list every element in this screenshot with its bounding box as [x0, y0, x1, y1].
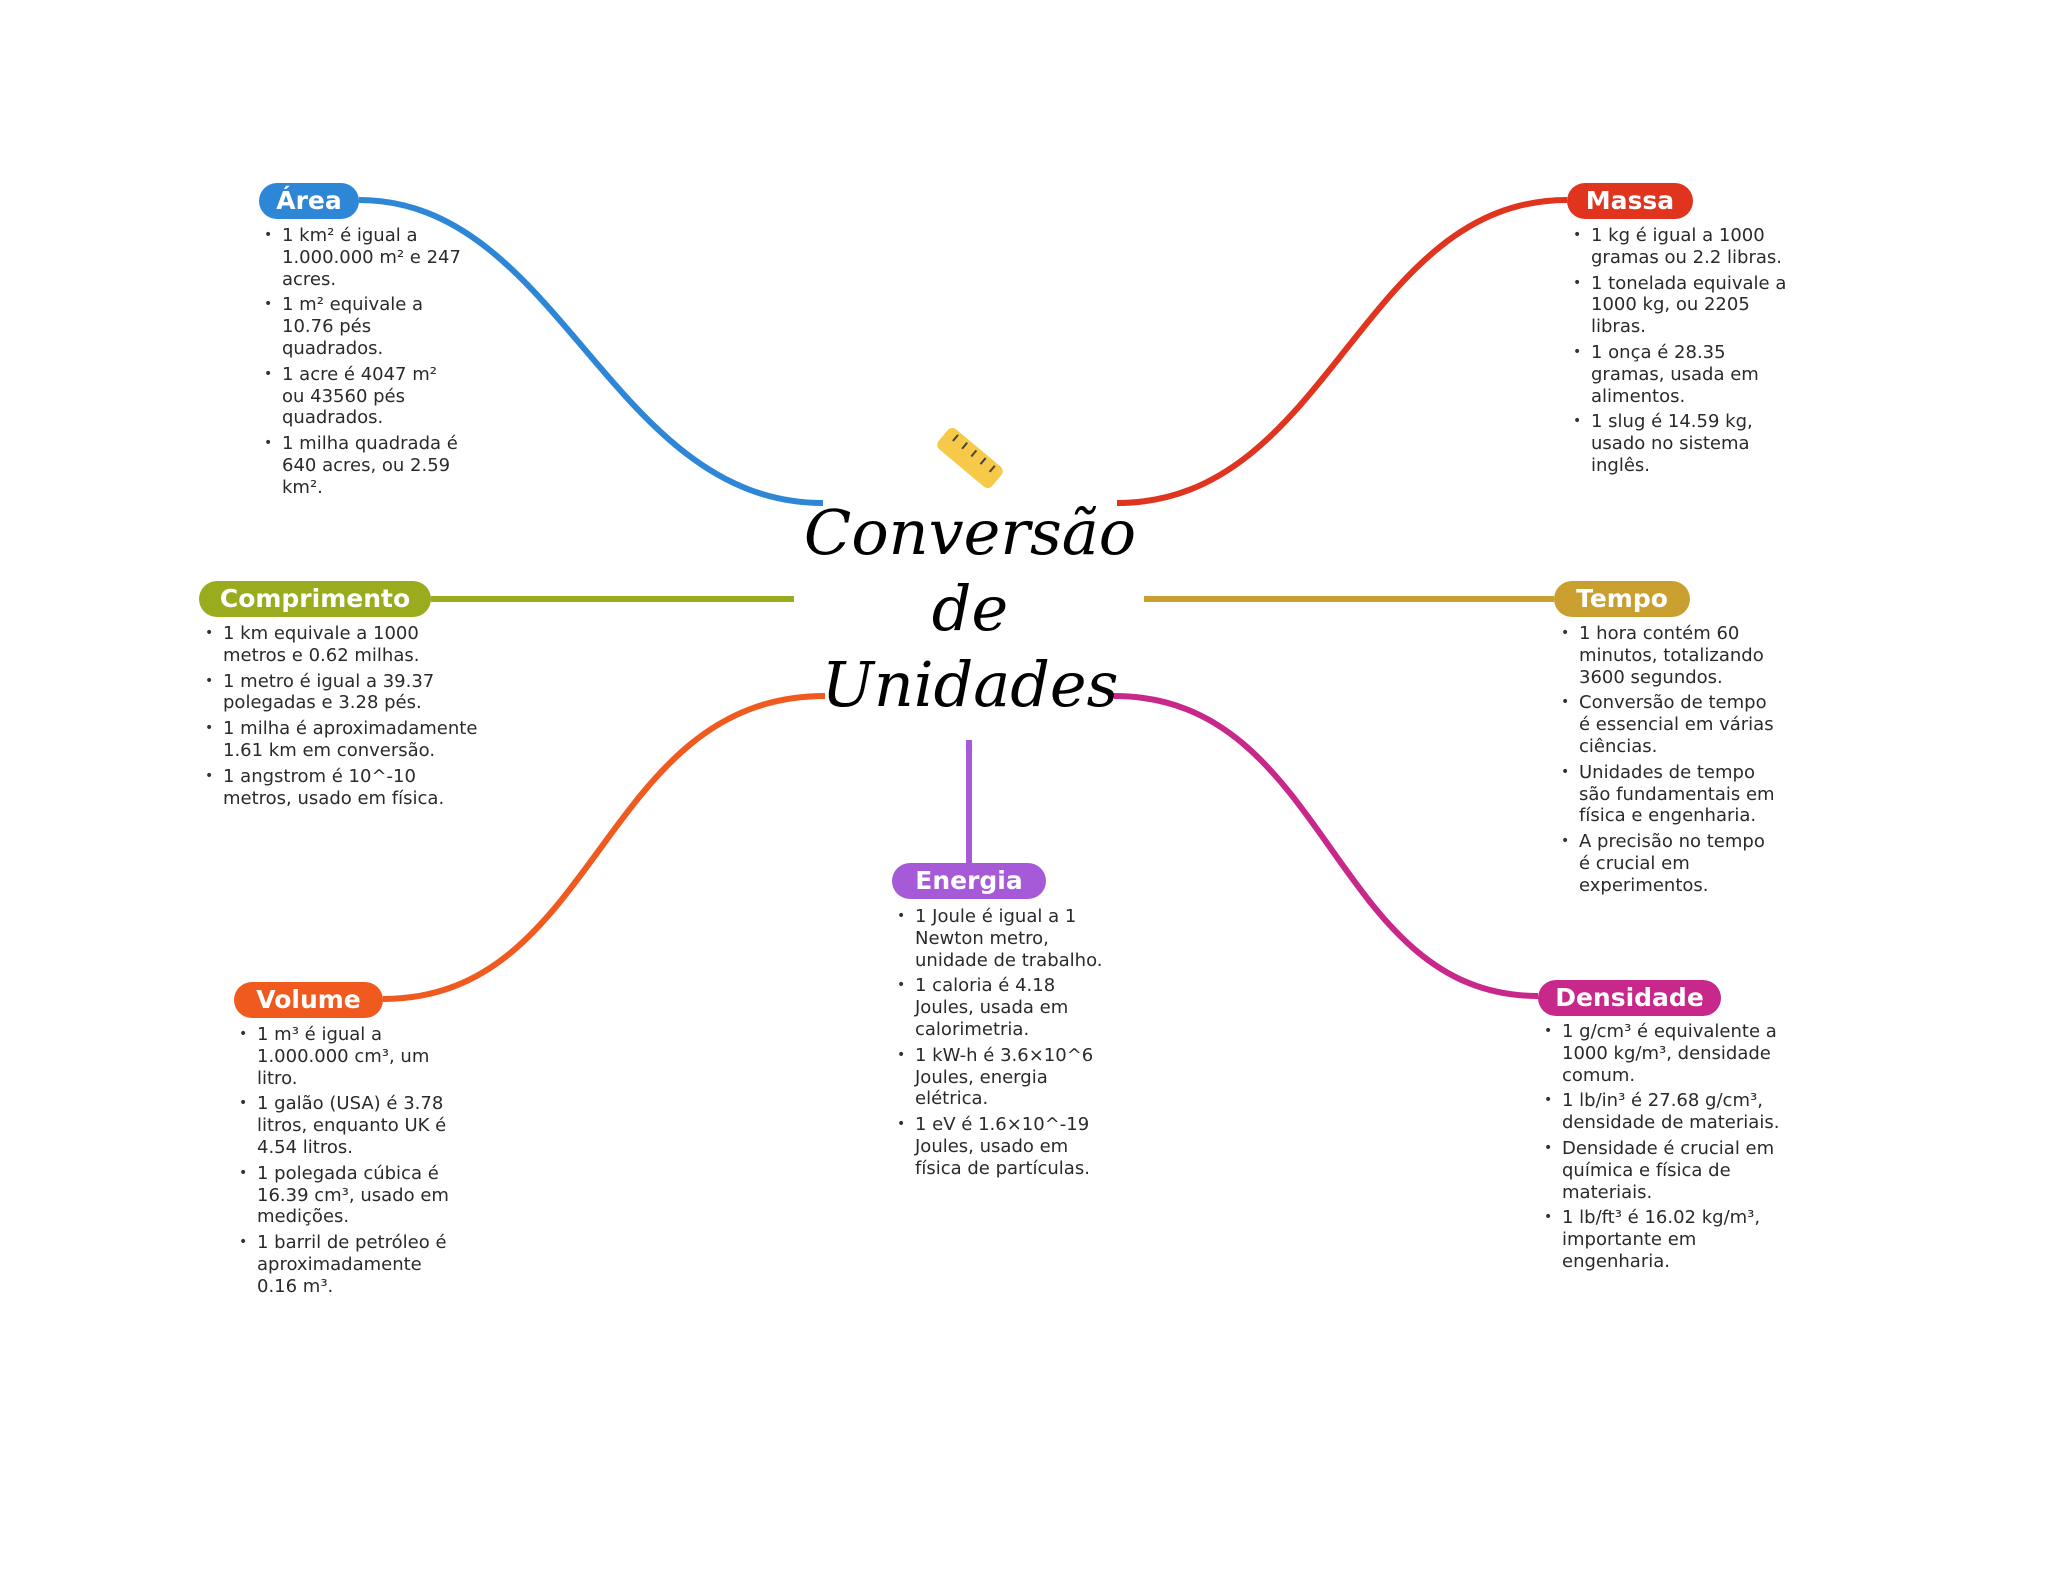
note-item[interactable]: 1 m² equivale a 10.76 pés quadrados. — [264, 294, 464, 359]
note-item[interactable]: 1 lb/ft³ é 16.02 kg/m³, importante em en… — [1544, 1207, 1790, 1272]
note-item[interactable]: 1 polegada cúbica é 16.39 cm³, usado em … — [239, 1163, 457, 1228]
connector-area — [358, 197, 824, 506]
notes-volume: 1 m³ é igual a 1.000.000 cm³, um litro.1… — [239, 1024, 457, 1302]
topic-densidade[interactable]: Densidade — [1538, 980, 1721, 1016]
note-item[interactable]: 1 caloria é 4.18 Joules, usada em calori… — [897, 975, 1103, 1040]
note-item[interactable]: 1 m³ é igual a 1.000.000 cm³, um litro. — [239, 1024, 457, 1089]
note-item[interactable]: 1 barril de petróleo é aproximadamente 0… — [239, 1232, 457, 1297]
notes-densidade: 1 g/cm³ é equivalente a 1000 kg/m³, dens… — [1544, 1021, 1790, 1277]
topic-energia[interactable]: Energia — [892, 863, 1046, 899]
note-item[interactable]: 1 km² é igual a 1.000.000 m² e 247 acres… — [264, 225, 464, 290]
note-item[interactable]: 1 hora contém 60 minutos, totalizando 36… — [1561, 623, 1781, 688]
note-item[interactable]: 1 slug é 14.59 kg, usado no sistema ingl… — [1573, 411, 1787, 476]
note-item[interactable]: Conversão de tempo é essencial em várias… — [1561, 692, 1781, 757]
note-item[interactable]: 1 g/cm³ é equivalente a 1000 kg/m³, dens… — [1544, 1021, 1790, 1086]
topic-massa[interactable]: Massa — [1567, 183, 1693, 219]
topic-volume[interactable]: Volume — [234, 982, 383, 1018]
note-item[interactable]: 1 metro é igual a 39.37 polegadas e 3.28… — [205, 671, 487, 715]
notes-massa: 1 kg é igual a 1000 gramas ou 2.2 libras… — [1573, 225, 1787, 481]
notes-tempo: 1 hora contém 60 minutos, totalizando 36… — [1561, 623, 1781, 901]
note-item[interactable]: A precisão no tempo é crucial em experim… — [1561, 831, 1781, 896]
note-item[interactable]: 1 milha quadrada é 640 acres, ou 2.59 km… — [264, 433, 464, 498]
note-item[interactable]: 1 milha é aproximadamente 1.61 km em con… — [205, 718, 487, 762]
note-item[interactable]: 1 tonelada equivale a 1000 kg, ou 2205 l… — [1573, 273, 1787, 338]
topic-area[interactable]: Área — [259, 183, 359, 219]
note-item[interactable]: 1 kW-h é 3.6×10^6 Joules, energia elétri… — [897, 1045, 1103, 1110]
notes-comprimento: 1 km equivale a 1000 metros e 0.62 milha… — [205, 623, 487, 813]
note-item[interactable]: 1 angstrom é 10^-10 metros, usado em fís… — [205, 766, 487, 810]
note-item[interactable]: 1 acre é 4047 m² ou 43560 pés quadrados. — [264, 364, 464, 429]
note-item[interactable]: 1 km equivale a 1000 metros e 0.62 milha… — [205, 623, 487, 667]
notes-energia: 1 Joule é igual a 1 Newton metro, unidad… — [897, 906, 1103, 1184]
note-item[interactable]: 1 eV é 1.6×10^-19 Joules, usado em físic… — [897, 1114, 1103, 1179]
note-item[interactable]: Densidade é crucial em química e física … — [1544, 1138, 1790, 1203]
note-item[interactable]: 1 onça é 28.35 gramas, usada em alimento… — [1573, 342, 1787, 407]
connector-massa — [1116, 197, 1568, 506]
title-line-2: de — [931, 572, 1009, 645]
title-line-1: Conversão — [803, 496, 1137, 569]
note-item[interactable]: 1 lb/in³ é 27.68 g/cm³, densidade de mat… — [1544, 1090, 1790, 1134]
note-item[interactable]: Unidades de tempo são fundamentais em fí… — [1561, 762, 1781, 827]
topic-comprimento[interactable]: Comprimento — [199, 581, 431, 617]
title-line-3: Unidades — [821, 648, 1119, 721]
note-item[interactable]: 1 Joule é igual a 1 Newton metro, unidad… — [897, 906, 1103, 971]
topic-tempo[interactable]: Tempo — [1554, 581, 1690, 617]
notes-area: 1 km² é igual a 1.000.000 m² e 247 acres… — [264, 225, 464, 503]
connector-densidade — [1113, 693, 1539, 999]
note-item[interactable]: 1 kg é igual a 1000 gramas ou 2.2 libras… — [1573, 225, 1787, 269]
connector-volume — [382, 693, 826, 1002]
central-topic[interactable]: Conversão de Unidades — [770, 495, 1170, 723]
note-item[interactable]: 1 galão (USA) é 3.78 litros, enquanto UK… — [239, 1093, 457, 1158]
